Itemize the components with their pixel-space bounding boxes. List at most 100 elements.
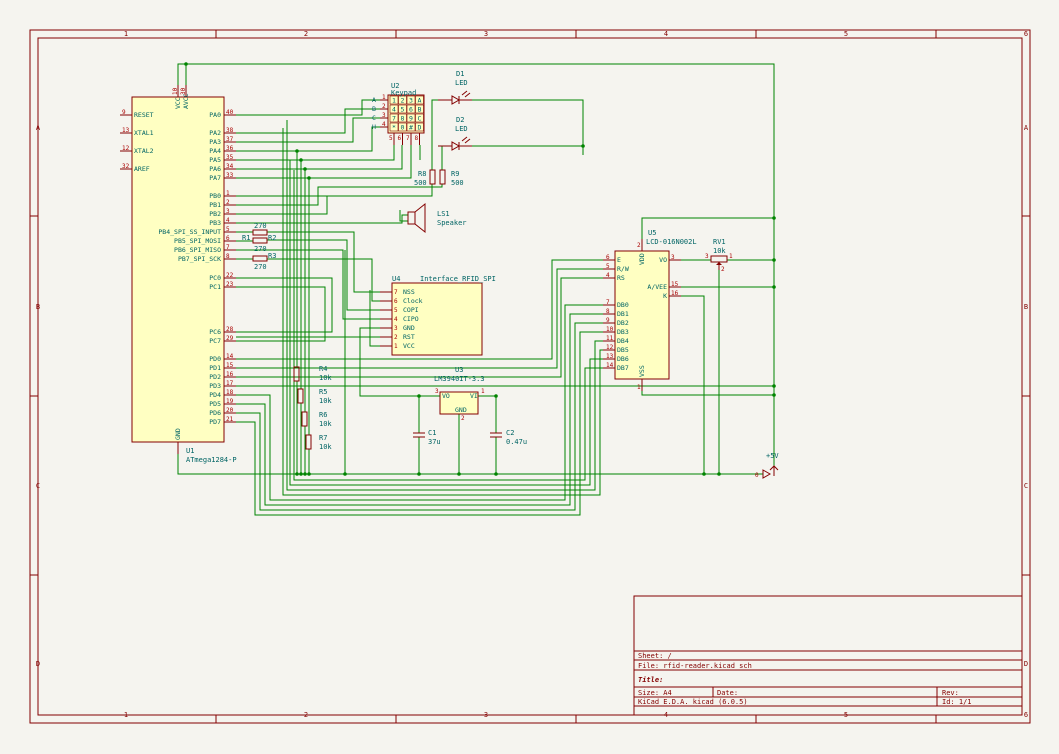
u5-pin-num: 14 bbox=[606, 362, 614, 369]
u4-pin-num: 3 bbox=[394, 325, 398, 332]
u5-pin-num: 4 bbox=[606, 272, 610, 279]
junction-dot bbox=[299, 472, 303, 476]
u1-pin-name: PC1 bbox=[209, 283, 221, 291]
wire-segment bbox=[236, 99, 380, 116]
u1-pin-num: 1 bbox=[226, 190, 230, 197]
wire-segment bbox=[236, 304, 603, 501]
u1-pin-num: 22 bbox=[226, 272, 234, 279]
d2-value: LED bbox=[455, 125, 468, 133]
u4-pin-name: Clock bbox=[403, 297, 423, 305]
r5-resistor[interactable]: R5 10k bbox=[297, 388, 332, 405]
wire-segment bbox=[478, 395, 497, 433]
r8-resistor[interactable]: R8 500 bbox=[414, 169, 436, 187]
wire-net bbox=[177, 63, 775, 516]
u1-ref: U1 bbox=[186, 447, 194, 455]
u5-pin-name: VDD bbox=[638, 253, 646, 265]
keypad-key-label: B bbox=[418, 106, 422, 114]
u1-pin-name: PB0 bbox=[209, 192, 221, 200]
u1-pin-name: PB7_SPI_SCK bbox=[178, 255, 221, 263]
u3-regulator[interactable]: VO VI GND 3 1 2 U3 LM3940IT-3.3 bbox=[434, 366, 485, 422]
u5-pin-name: DB6 bbox=[617, 355, 629, 363]
u1-pin-name: PA5 bbox=[209, 156, 221, 164]
r7-ref: R7 bbox=[319, 434, 327, 442]
u1-pin-num: 35 bbox=[226, 154, 234, 161]
u1-pin-num: 23 bbox=[226, 281, 234, 288]
keypad-col-num: 5 bbox=[389, 135, 393, 142]
junction-dot bbox=[184, 62, 188, 66]
u1-pin-num: 16 bbox=[226, 371, 234, 378]
ls1-speaker[interactable]: LS1 Speaker bbox=[407, 202, 467, 234]
power-flag: 0 bbox=[755, 472, 759, 479]
u1-pin-num: 17 bbox=[226, 380, 234, 387]
u1-pin-num: 3 bbox=[226, 208, 230, 215]
u1-pin-num: 13 bbox=[122, 127, 130, 134]
c2-capacitor[interactable]: C2 0.47u bbox=[490, 429, 527, 446]
keypad-key-label: 5 bbox=[401, 106, 405, 114]
frame-col-label: 4 bbox=[664, 30, 668, 38]
u5-pin-num: 5 bbox=[606, 263, 610, 270]
rv1-potentiometer[interactable]: RV1 10k 3 1 2 bbox=[705, 238, 733, 273]
junction-dot bbox=[417, 472, 421, 476]
wire-segment bbox=[267, 239, 380, 311]
u5-pin-name: RS bbox=[617, 274, 625, 282]
u4-pin-num: 5 bbox=[394, 307, 398, 314]
r4-resistor[interactable]: R4 10k bbox=[293, 365, 332, 382]
r9-resistor[interactable]: R9 500 bbox=[439, 169, 464, 187]
u5-pin-name: K bbox=[663, 292, 667, 300]
frame-col-label: 1 bbox=[124, 30, 128, 38]
u1-value: ATmega1284-P bbox=[186, 456, 237, 464]
r1-resistor[interactable]: R1 270 bbox=[242, 222, 268, 242]
u1-pin-name: PB2 bbox=[209, 210, 221, 218]
keypad-key-label: 8 bbox=[401, 115, 405, 123]
wire-segment bbox=[236, 286, 326, 342]
c2-value: 0.47u bbox=[506, 438, 527, 446]
rv1-pin-num: 1 bbox=[729, 253, 733, 260]
keypad-key-label: 7 bbox=[392, 115, 396, 123]
u1-pin-num: 8 bbox=[226, 253, 230, 260]
junction-dot bbox=[581, 144, 585, 148]
r2-resistor[interactable]: R2 270 bbox=[252, 234, 276, 253]
junction-dot bbox=[343, 472, 347, 476]
u5-pin-name: R/W bbox=[617, 265, 629, 273]
u5-pin-num: 15 bbox=[671, 281, 679, 288]
u5-pin-num: 6 bbox=[606, 254, 610, 261]
frame-col-label: 2 bbox=[304, 711, 308, 719]
junction-dot bbox=[307, 472, 311, 476]
r6-value: 10k bbox=[319, 420, 332, 428]
frame-row-label: D bbox=[1024, 660, 1028, 668]
title-block-size: Size: A4 bbox=[638, 689, 672, 697]
wire-segment bbox=[236, 108, 380, 134]
d2-led[interactable]: D2 LED bbox=[438, 116, 472, 151]
title-block[interactable]: Sheet: / File: rfid-reader.kicad_sch Tit… bbox=[633, 595, 1023, 716]
c1-capacitor[interactable]: C1 37u bbox=[413, 429, 441, 446]
junction-dot bbox=[307, 176, 311, 180]
u1-pin-num: 7 bbox=[226, 244, 230, 251]
u1-pin-num: 19 bbox=[226, 398, 234, 405]
power-5v-symbol[interactable]: +5V 0 bbox=[755, 452, 779, 479]
frame-row-label: B bbox=[1024, 303, 1028, 311]
u1-pin-num: 9 bbox=[122, 109, 126, 116]
r3-resistor[interactable]: R3 270 bbox=[252, 252, 276, 271]
r5-value: 10k bbox=[319, 397, 332, 405]
frame-row-label: A bbox=[36, 124, 41, 132]
keypad-col-num: 6 bbox=[398, 135, 402, 142]
r7-resistor[interactable]: R7 10k bbox=[305, 434, 332, 451]
c1-ref: C1 bbox=[428, 429, 436, 437]
u1-pin-name: PA3 bbox=[209, 138, 221, 146]
r2-ref: R2 bbox=[268, 234, 276, 242]
r6-resistor[interactable]: R6 10k bbox=[301, 411, 332, 428]
junction-dot bbox=[494, 472, 498, 476]
u5-lcd[interactable]: E6R/W5RS4DB07DB18DB29DB310DB411DB512DB61… bbox=[603, 229, 697, 391]
wire-segment bbox=[236, 184, 443, 206]
frame-row-label: C bbox=[36, 482, 40, 490]
wire-segment bbox=[236, 277, 333, 333]
u3-pin-vi: 1 bbox=[481, 388, 485, 395]
u1-pin-name: PD2 bbox=[209, 373, 221, 381]
ls1-value: Speaker bbox=[437, 219, 467, 227]
wire-segment bbox=[236, 259, 603, 360]
d1-led[interactable]: D1 LED bbox=[438, 70, 472, 105]
